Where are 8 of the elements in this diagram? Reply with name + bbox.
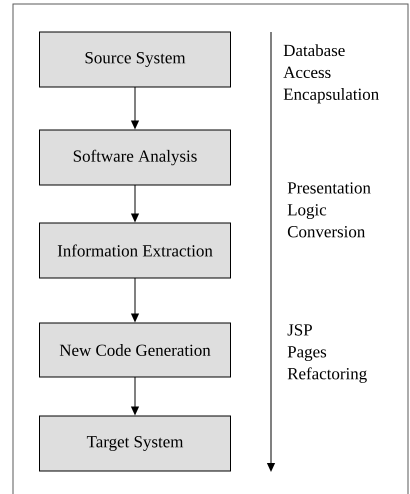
process-box: Software Analysis bbox=[39, 130, 231, 186]
process-box: New Code Generation bbox=[39, 322, 231, 378]
process-box: Target System bbox=[39, 416, 231, 472]
process-box: Information Extraction bbox=[39, 222, 231, 278]
process-box: Source System bbox=[39, 32, 231, 88]
side-note: Presentation Logic Conversion bbox=[288, 182, 371, 238]
side-note: JSP Pages Refactoring bbox=[288, 324, 367, 383]
side-note: Database Access Encapsulation bbox=[283, 44, 379, 104]
